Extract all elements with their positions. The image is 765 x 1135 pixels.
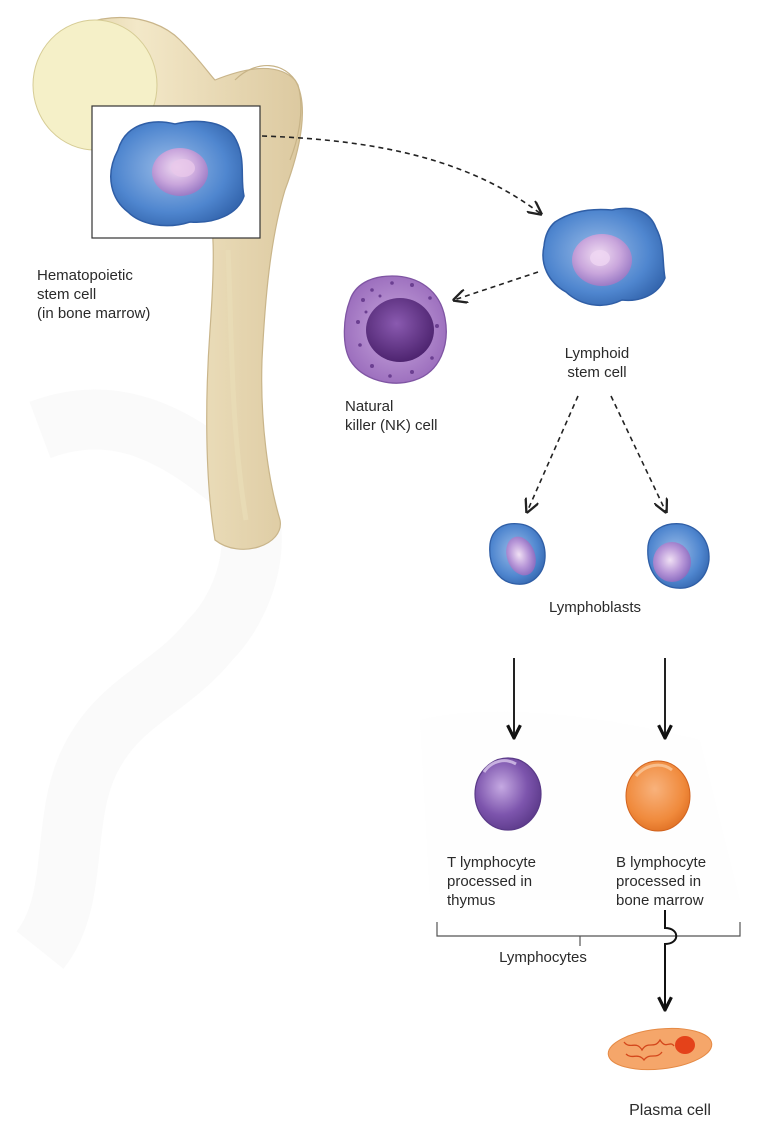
label-lymphoblasts: Lymphoblasts <box>525 598 665 617</box>
label-hematopoietic-stem-cell: Hematopoietic stem cell (in bone marrow) <box>37 266 150 323</box>
arrow-b-cell-to-plasma-cell <box>665 910 676 1010</box>
label-plasma-text: Plasma cell <box>615 1101 725 1120</box>
label-t-line-1: T lymphocyte <box>447 853 536 872</box>
label-t-lymphocyte: T lymphocyte processed in thymus <box>447 853 536 910</box>
label-lymphoid-stem-cell: Lymphoid stem cell <box>552 344 642 382</box>
lymphocytes-bracket <box>437 922 740 946</box>
label-hsc-line-2: stem cell <box>37 285 150 304</box>
label-lymphocytes: Lymphocytes <box>478 948 608 967</box>
label-b-line-1: B lymphocyte <box>616 853 706 872</box>
arrow-hsc-to-lymphoid <box>262 136 541 214</box>
label-plasma-cell: Plasma cell <box>615 1101 725 1120</box>
label-t-line-2: processed in <box>447 872 536 891</box>
arrow-lymphoid-to-lymphoblast-left <box>527 396 578 512</box>
label-lymphoid-line-2: stem cell <box>552 363 642 382</box>
b-lymphocyte-cell <box>626 761 690 831</box>
arrow-lymphoid-to-nk <box>454 272 538 300</box>
arrow-lymphoid-to-lymphoblast-right <box>611 396 666 512</box>
label-lymphocytes-text: Lymphocytes <box>478 948 608 967</box>
label-nk-line-1: Natural <box>345 397 438 416</box>
label-t-line-3: thymus <box>447 891 536 910</box>
plasma-cell <box>606 1024 714 1075</box>
t-lymphocyte-cell <box>475 758 541 830</box>
nk-cell <box>344 276 446 383</box>
label-hsc-line-3: (in bone marrow) <box>37 304 150 323</box>
hematopoietic-stem-cell <box>111 121 244 225</box>
lymphoid-stem-cell <box>543 208 665 305</box>
label-nk-cell: Natural killer (NK) cell <box>345 397 438 435</box>
lymphoblast-right <box>648 524 709 589</box>
label-nk-line-2: killer (NK) cell <box>345 416 438 435</box>
label-b-lymphocyte: B lymphocyte processed in bone marrow <box>616 853 706 910</box>
label-hsc-line-1: Hematopoietic <box>37 266 150 285</box>
label-lymphoblasts-text: Lymphoblasts <box>525 598 665 617</box>
lymphoblast-left <box>490 524 545 585</box>
label-b-line-2: processed in <box>616 872 706 891</box>
label-b-line-3: bone marrow <box>616 891 706 910</box>
label-lymphoid-line-1: Lymphoid <box>552 344 642 363</box>
